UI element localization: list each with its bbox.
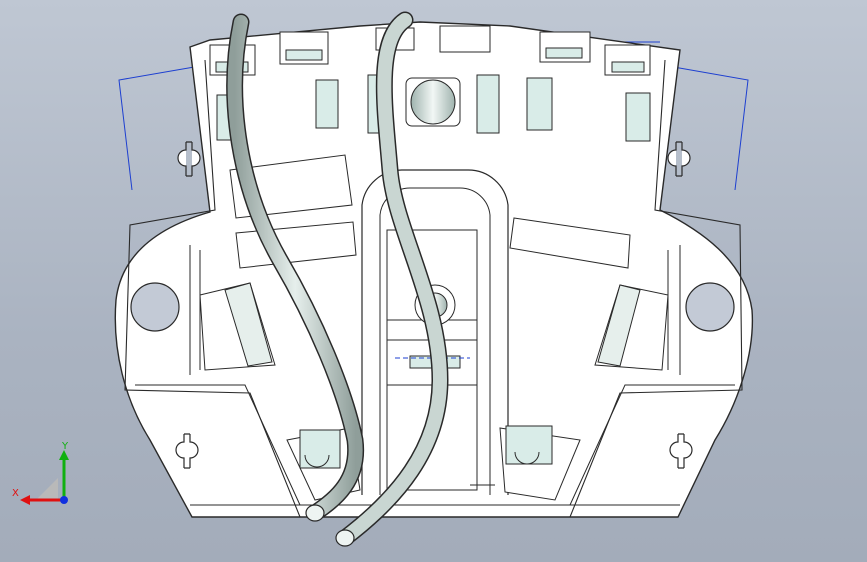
y-arrow-icon	[59, 450, 69, 460]
mounting-holes	[130, 282, 735, 332]
orientation-triad: Y X	[12, 441, 69, 505]
y-axis-label: Y	[61, 441, 69, 452]
cables[interactable]	[226, 11, 449, 547]
top-boss	[405, 77, 461, 127]
keyhole-slots	[175, 141, 693, 469]
triad-plane	[36, 478, 58, 500]
angled-ribs	[189, 245, 681, 375]
z-axis-dot	[60, 496, 68, 504]
x-axis-label: X	[12, 488, 19, 499]
x-arrow-icon	[20, 495, 30, 505]
